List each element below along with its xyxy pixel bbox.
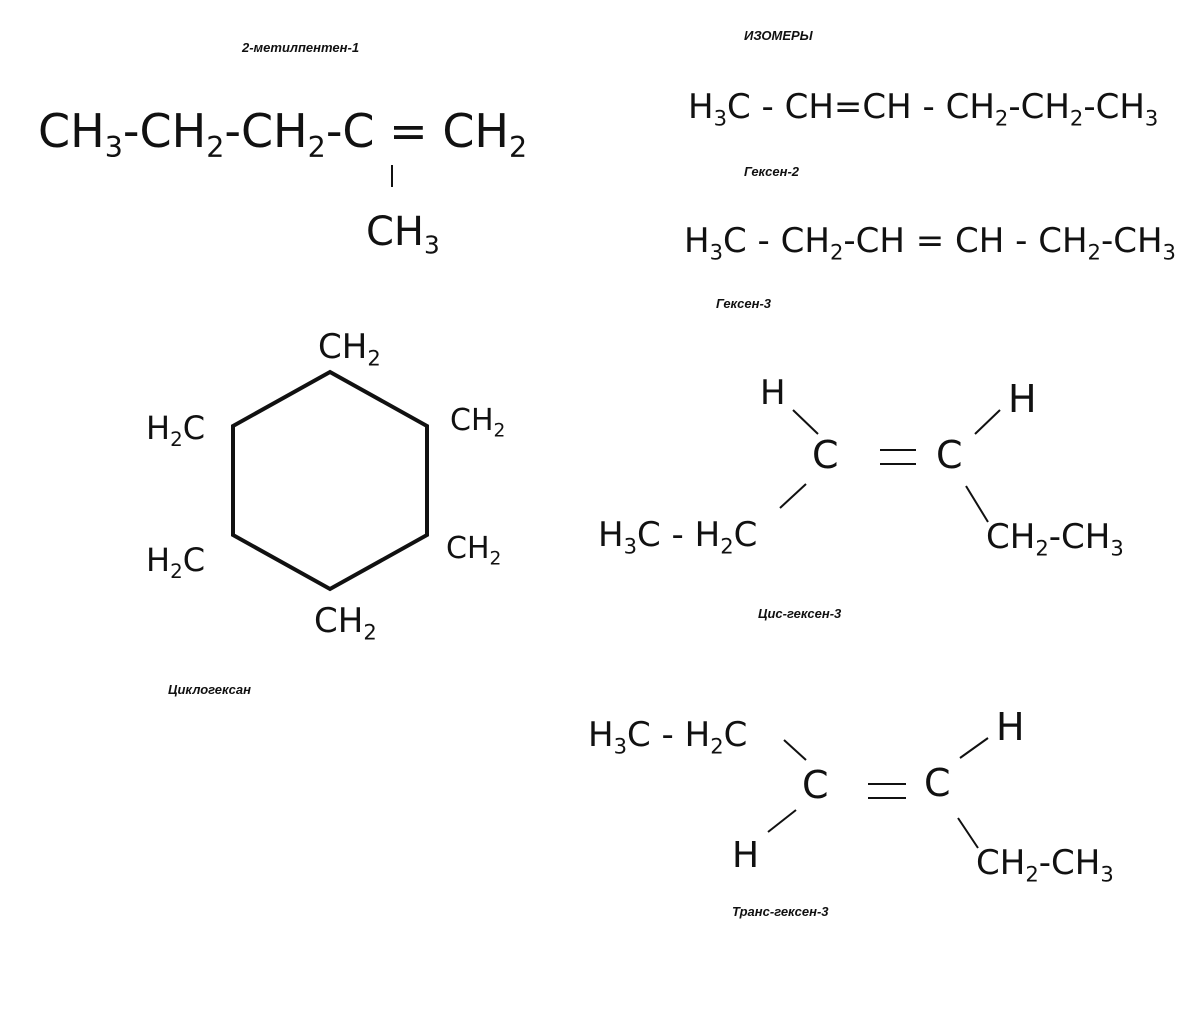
caption-cis: Цис-гексен-3 (758, 606, 842, 621)
methylpentene-methyl-branch: CH3 (366, 209, 440, 260)
caption-cyclohexane: Циклогексан (168, 682, 251, 697)
cyclohexane-atom-lower-right: CH2 (446, 531, 502, 570)
cyclohexane-ring (231, 369, 429, 592)
caption-hexene2: Гексен-2 (744, 164, 800, 179)
cyclohexane-atom-upper-right: CH2 (450, 403, 506, 442)
trans-c-right: C (924, 761, 951, 805)
caption-isomers: ИЗОМЕРЫ (744, 28, 813, 43)
cyclohexane-atom-upper-left: H2C (146, 409, 206, 451)
cis-h-left-bond (792, 409, 819, 435)
cis-h-left: H (760, 373, 786, 413)
caption-trans: Транс-гексен-3 (732, 904, 829, 919)
cis-right-group-bond (965, 485, 989, 523)
cis-left-group: H3C - H2C (598, 515, 758, 559)
cyclohexane-atom-bottom: CH2 (314, 601, 377, 645)
cis-left-group-bond (779, 483, 807, 509)
trans-right-group: CH2-CH3 (976, 843, 1114, 887)
methylpentene-main-chain: CH3-CH2-CH2-C = CH2 (38, 104, 528, 164)
hexene3-formula: H3C - CH2-CH = CH - CH2-CH3 (684, 221, 1176, 265)
cis-h-right-bond (974, 409, 1001, 435)
trans-h-top-bond (959, 737, 989, 759)
cis-c-right: C (936, 433, 963, 477)
trans-h-top: H (996, 705, 1025, 749)
trans-left-group-bond (783, 739, 807, 761)
cis-h-right: H (1008, 377, 1037, 421)
trans-h-bottom: H (732, 835, 760, 876)
caption-hexene3: Гексен-3 (716, 296, 772, 311)
trans-c-left: C (802, 763, 829, 807)
trans-h-bottom-bond (767, 809, 797, 833)
cis-c-left: C (812, 433, 839, 477)
caption-methylpentene: 2-метилпентен-1 (242, 40, 360, 55)
cyclohexane-atom-lower-left: H2C (146, 541, 206, 583)
cis-right-group: CH2-CH3 (986, 517, 1124, 561)
trans-left-group: H3C - H2C (588, 715, 748, 759)
trans-right-group-bond (957, 817, 979, 849)
hexene2-formula: H3C - CH=CH - CH2-CH2-CH3 (688, 87, 1159, 131)
cyclohexane-atom-top: CH2 (318, 327, 381, 371)
